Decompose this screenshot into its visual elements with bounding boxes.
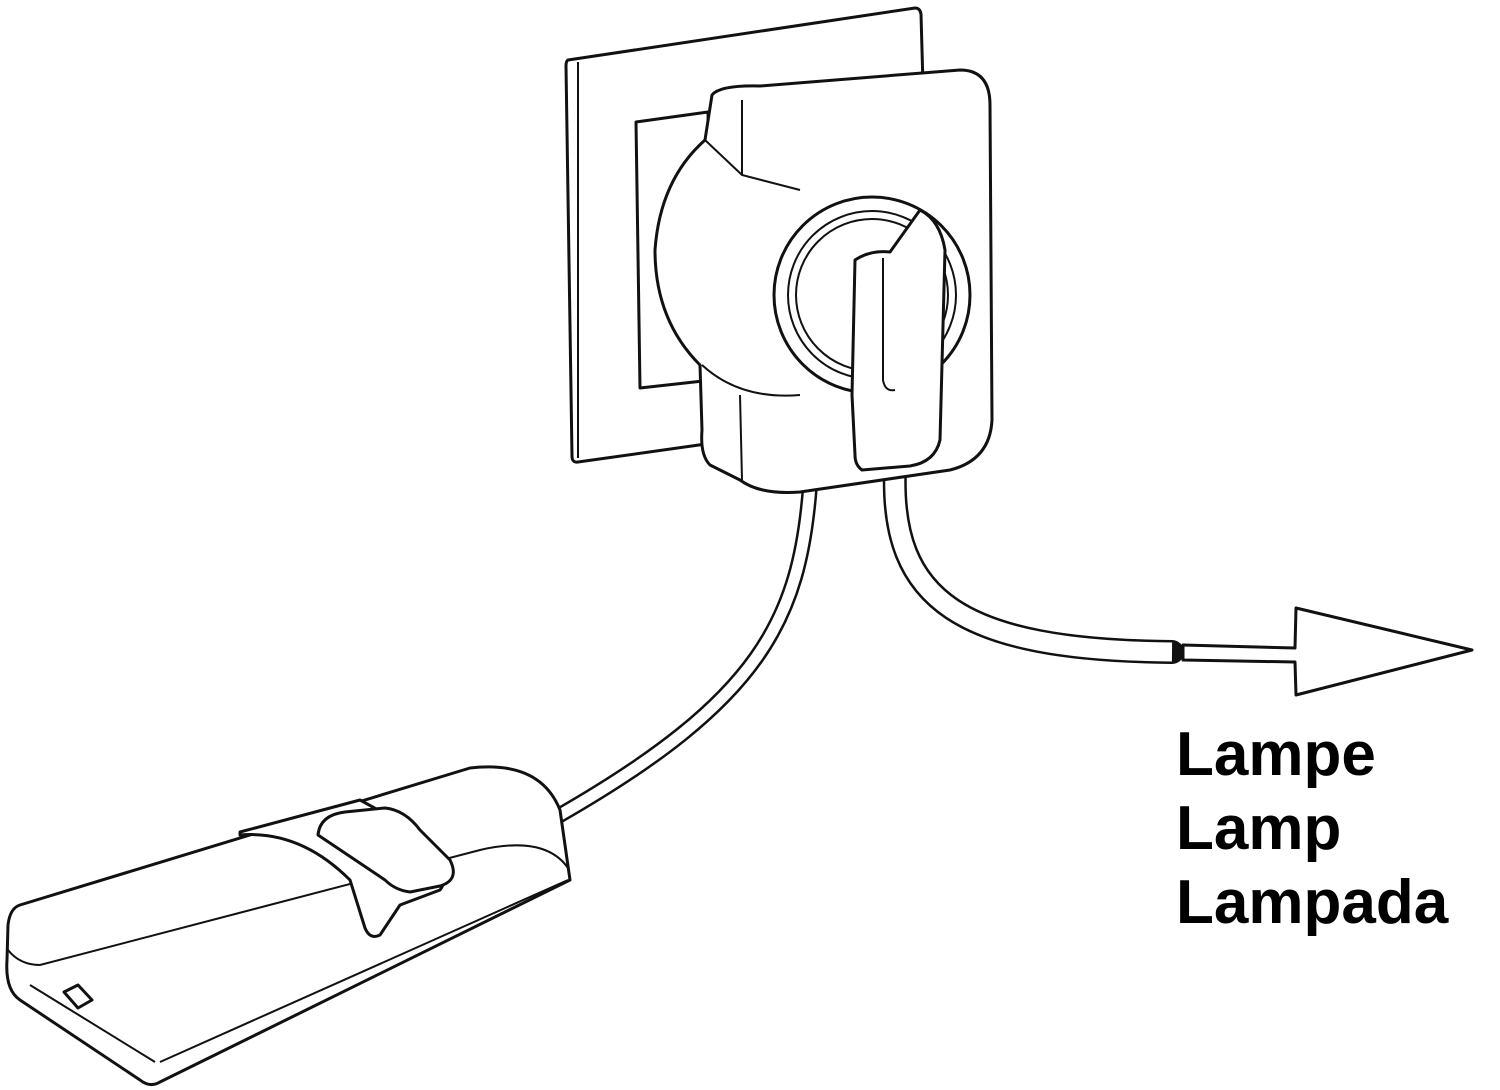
label-italian: Lampada (1176, 868, 1449, 937)
cables (552, 458, 1184, 823)
arrow-to-lamp (1181, 606, 1474, 697)
label-german: Lampe (1176, 720, 1376, 789)
label-english: Lamp (1176, 794, 1342, 863)
inline-dimmer-box (5, 765, 572, 1087)
lamp-labels: Lampe Lamp Lampada (1176, 718, 1448, 940)
rotary-knob (850, 208, 947, 472)
